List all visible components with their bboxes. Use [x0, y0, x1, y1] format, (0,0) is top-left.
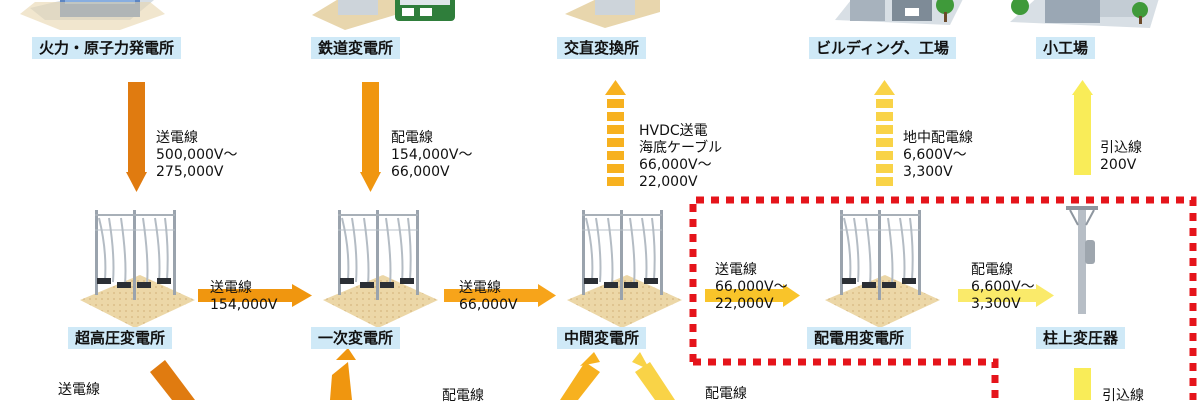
arrow-v3-dashed: [605, 80, 626, 186]
arrow-bottom-4: [632, 352, 675, 400]
arrow-bottom-2: [330, 348, 356, 400]
label-railway-substation: 鉄道変電所: [311, 37, 401, 59]
arrow-bottom-3: [560, 352, 600, 400]
arrow-bottom-5: [1074, 368, 1091, 400]
intermediate-substation-icon: [566, 209, 683, 329]
thermal-plant-icon: [20, 0, 165, 30]
arrow-h2: [444, 284, 556, 307]
small-factory-icon: [1010, 0, 1159, 28]
label-distribution-substation: 配電用変電所: [807, 327, 912, 349]
label-intermediate-substation: 中間変電所: [557, 327, 647, 349]
pole-transformer-icon: [1066, 206, 1098, 314]
desc-bottom-1: 送電線: [58, 382, 100, 398]
label-thermal-plant: 火力・原子力発電所: [32, 37, 182, 59]
desc-bottom-2: 配電線: [442, 388, 484, 404]
desc-bottom-3: 配電線: [705, 386, 747, 402]
arrow-h4: [958, 284, 1054, 307]
building-icon: [835, 0, 963, 25]
label-small-factory: 小工場: [1036, 37, 1096, 59]
primary-substation-icon: [322, 209, 439, 329]
highlight-region: [689, 196, 1197, 400]
label-primary-substation: 一次変電所: [311, 327, 401, 349]
label-building-factory: ビルディング、工場: [809, 37, 956, 59]
label-converter-station: 交直変換所: [557, 37, 647, 59]
converter-station-icon: [565, 0, 660, 28]
arrow-v2: [360, 82, 381, 192]
distribution-substation-icon: [824, 209, 941, 329]
railway-station-icon: [312, 0, 455, 30]
arrow-v1: [126, 82, 147, 192]
arrow-bottom-1: [150, 360, 195, 400]
arrow-v4-dashed: [874, 80, 895, 186]
desc-bottom-4: 引込線: [1102, 388, 1144, 404]
label-ultra-substation: 超高圧変電所: [68, 327, 173, 349]
label-pole-transformer: 柱上変圧器: [1036, 327, 1126, 349]
ultra-substation-icon: [79, 209, 196, 329]
arrow-v5: [1072, 80, 1093, 175]
arrow-h1: [198, 284, 312, 307]
arrow-h3: [705, 284, 800, 307]
